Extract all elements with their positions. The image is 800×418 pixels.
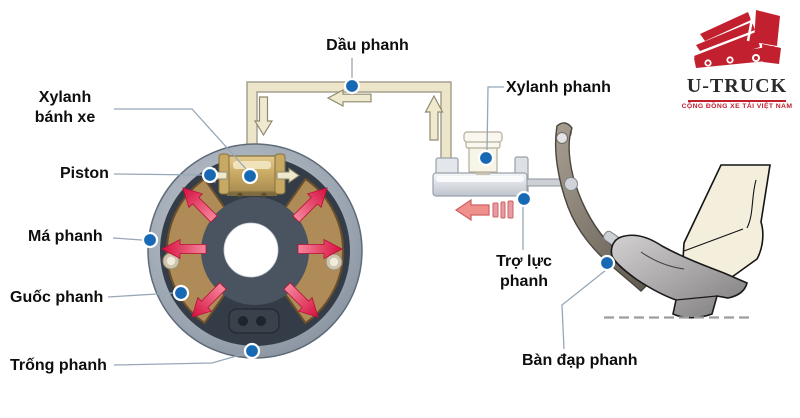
utruck-logo-divider: [688, 100, 786, 102]
leader-guoc-phanh: [107, 292, 174, 298]
trouser-leg: [681, 164, 771, 278]
flow-arrow-down-icon: [253, 96, 274, 137]
utruck-logo-name: U-TRUCK: [686, 75, 788, 97]
label-xylanh-banh-xe: Xylanh bánh xe: [34, 89, 96, 126]
piston-arrow-right-icon: [276, 167, 300, 184]
drum-brake: [147, 143, 363, 359]
force-arrow-right-icon: [297, 238, 343, 260]
marker-dots: [141, 77, 616, 360]
leader-ban-dap-phanh: [561, 269, 607, 350]
leader-ma-phanh: [112, 237, 143, 241]
leader-xylanh-banh-xe: [114, 108, 248, 171]
marker-ma-phanh: [141, 231, 159, 249]
leader-lines: [107, 58, 607, 366]
force-arrow-upleft-icon: [182, 187, 218, 223]
rivet-right: [325, 253, 343, 271]
foot: [610, 164, 771, 319]
label-piston: Piston: [60, 165, 109, 182]
hub-hole: [223, 222, 279, 278]
marker-tro-luc-phanh: [515, 190, 533, 208]
lever-top-hole: [556, 132, 568, 144]
marker-xylanh-banh-xe: [241, 167, 259, 185]
marker-ban-dap-phanh: [598, 254, 616, 272]
master-cylinder: [432, 131, 568, 197]
force-arrow-downleft-icon: [191, 282, 227, 318]
label-xylanh-phanh: Xylanh phanh: [506, 79, 611, 96]
force-arrow-left-icon: [161, 238, 207, 260]
marker-guoc-phanh: [172, 284, 190, 302]
leader-xylanh-phanh: [486, 86, 504, 153]
label-guoc-phanh: Guốc phanh: [10, 289, 104, 306]
leader-piston: [113, 173, 203, 176]
label-ma-phanh: Má phanh: [28, 228, 103, 245]
flow-arrow-up-icon: [424, 94, 444, 141]
label-dau-phanh: Dầu phanh: [326, 37, 409, 54]
pushrod-pivot: [564, 177, 578, 191]
force-arrows: [161, 187, 343, 318]
flow-arrow-left-icon: [326, 89, 372, 107]
leader-trong-phanh: [113, 352, 248, 366]
label-ban-dap-phanh: Bàn đạp phanh: [522, 352, 638, 369]
marker-dau-phanh: [343, 77, 361, 95]
utruck-logo-icon: [694, 10, 781, 68]
utruck-logo-tagline: CỘNG ĐỒNG XE TẢI VIỆT NAM: [681, 103, 793, 110]
marker-xylanh-phanh: [477, 149, 495, 167]
marker-trong-phanh: [243, 342, 261, 360]
force-arrow-downright-icon: [283, 282, 319, 318]
marker-piston: [201, 166, 219, 184]
assist-arrow-icon: [454, 198, 514, 222]
force-arrow-upright-icon: [292, 187, 328, 223]
adjuster: [228, 308, 280, 334]
label-trong-phanh: Trống phanh: [10, 357, 107, 374]
label-tro-luc-phanh: Trợ lực phanh: [496, 253, 552, 290]
